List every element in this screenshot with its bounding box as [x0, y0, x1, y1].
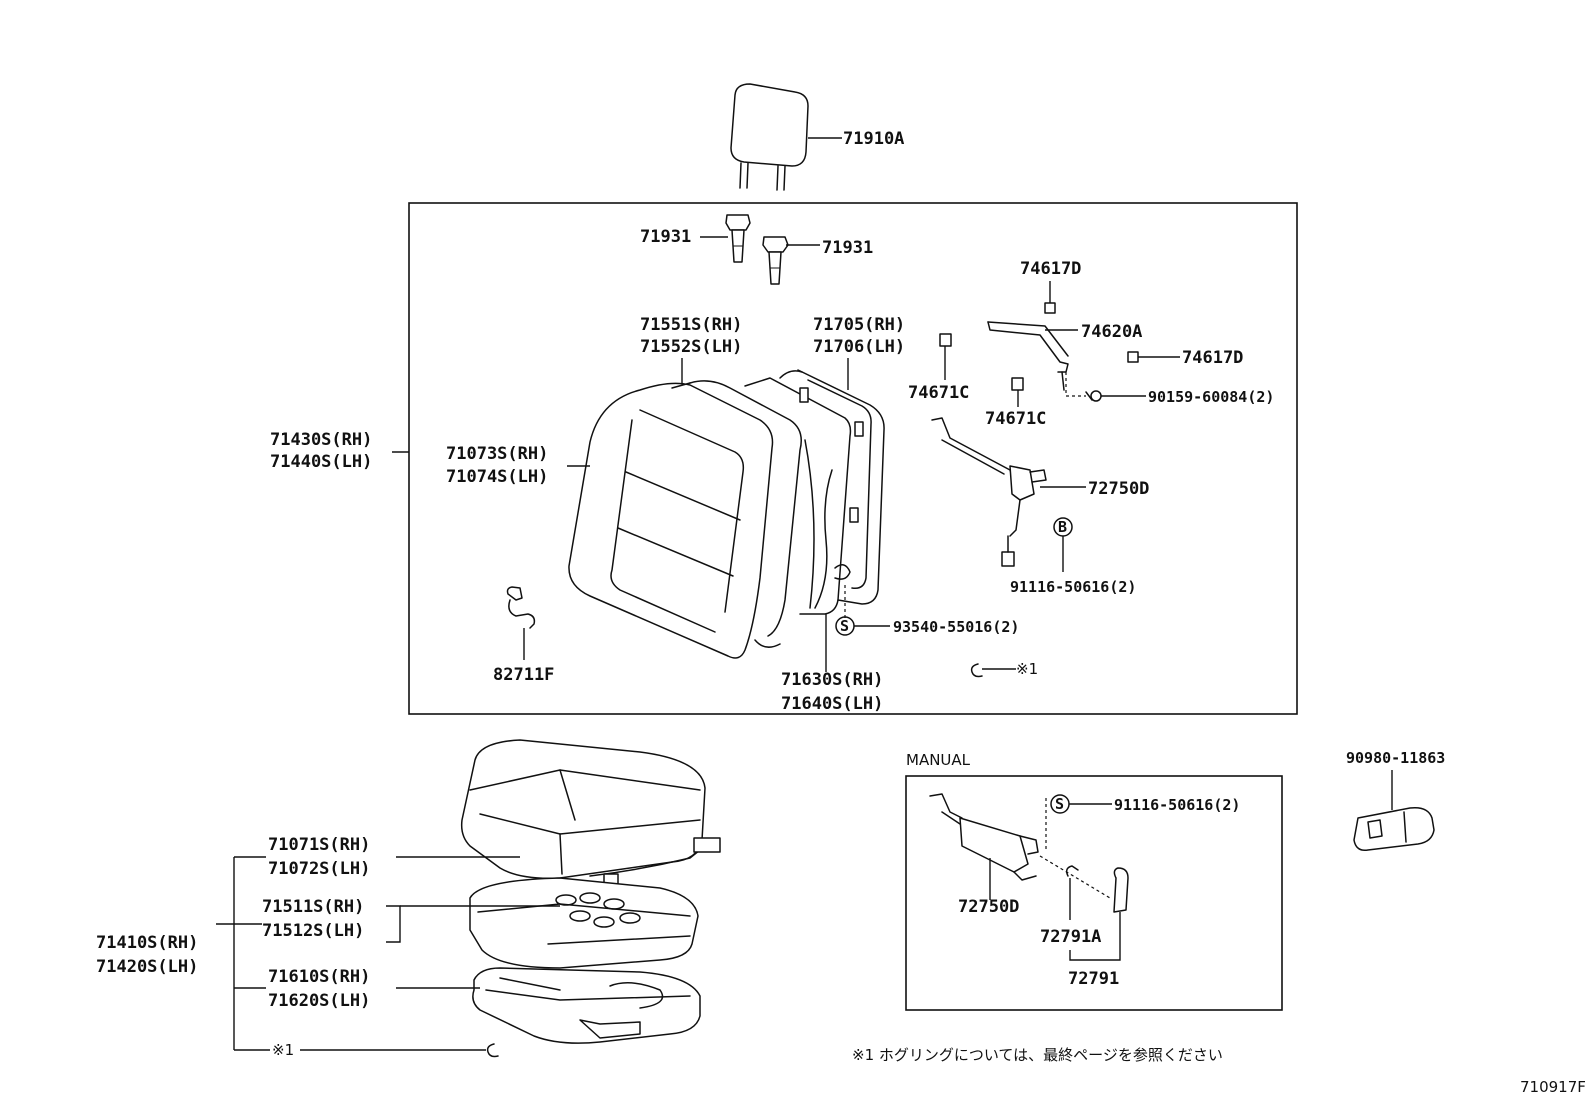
hog-ring-ref-top: ※1: [1016, 660, 1038, 678]
label-71706: 71706(LH): [813, 337, 905, 357]
manual-group-box: [905, 775, 1283, 1011]
label-71074S: 71074S(LH): [446, 467, 548, 487]
label-71910A: 71910A: [843, 129, 904, 149]
label-71440S: 71440S(LH): [270, 452, 372, 472]
label-74620A: 74620A: [1081, 322, 1142, 342]
clip-74617D-right[interactable]: [1127, 351, 1139, 363]
label-71705: 71705(RH): [813, 315, 905, 335]
clip-74671C-left[interactable]: [939, 333, 952, 347]
label-71931-left: 71931: [640, 227, 691, 247]
seatback-group-box: [408, 202, 1298, 715]
label-71512S: 71512S(LH): [262, 921, 364, 941]
footnote: ※1 ホグリングについては、最終ページを参照ください: [852, 1046, 1223, 1064]
label-91116-top: 91116-50616(2): [1010, 578, 1136, 596]
label-71630S: 71630S(RH): [781, 670, 883, 690]
seat-cushion-frame[interactable]: [472, 967, 701, 1044]
callout-b-bolt-letter: B: [1058, 518, 1067, 536]
clip-74617D-top[interactable]: [1044, 302, 1056, 314]
recliner-manual[interactable]: [929, 793, 1039, 881]
headrest-support-right[interactable]: [762, 236, 789, 285]
seat-cushion-pad[interactable]: [469, 877, 699, 969]
lever-bracket-74620A[interactable]: [987, 321, 1069, 391]
knob-clip-72791A[interactable]: [1065, 865, 1079, 877]
hook-82711F[interactable]: [506, 586, 536, 629]
label-71072S: 71072S(LH): [268, 859, 370, 879]
seatback-spring[interactable]: [744, 377, 852, 615]
label-82711F: 82711F: [493, 665, 554, 685]
label-71551S: 71551S(RH): [640, 315, 742, 335]
hog-ring-ref-bottom: ※1: [272, 1041, 294, 1059]
label-71073S: 71073S(RH): [446, 444, 548, 464]
recliner-72750D[interactable]: [931, 417, 1047, 567]
label-71430S: 71430S(RH): [270, 430, 372, 450]
seatback-frame[interactable]: [779, 369, 885, 605]
label-74617D-top: 74617D: [1020, 259, 1081, 279]
knob-72791[interactable]: [1113, 867, 1129, 913]
label-90980: 90980-11863: [1346, 749, 1445, 767]
label-91116-manual: 91116-50616(2): [1114, 796, 1240, 814]
callout-s-screw-letter: S: [840, 617, 849, 635]
label-90159: 90159-60084(2): [1148, 388, 1274, 406]
label-71420S: 71420S(LH): [96, 957, 198, 977]
seatback-cover[interactable]: [671, 380, 802, 648]
label-71410S: 71410S(RH): [96, 933, 198, 953]
manual-title: MANUAL: [906, 751, 971, 769]
connector-90980[interactable]: [1353, 806, 1435, 852]
headrest-support-left[interactable]: [725, 214, 751, 263]
diagram-id: 710917F: [1520, 1078, 1586, 1096]
label-71071S: 71071S(RH): [268, 835, 370, 855]
label-72791A: 72791A: [1040, 927, 1101, 947]
label-74671C-left: 74671C: [908, 383, 969, 403]
label-71552S: 71552S(LH): [640, 337, 742, 357]
label-72750D-top: 72750D: [1088, 479, 1149, 499]
seatback-pad[interactable]: [568, 382, 774, 659]
bolt-90159[interactable]: [1085, 390, 1102, 402]
headrest-part[interactable]: [730, 83, 809, 191]
label-71620S: 71620S(LH): [268, 991, 370, 1011]
seat-cushion-harness[interactable]: [589, 837, 721, 885]
label-74671C-mid: 74671C: [985, 409, 1046, 429]
label-72791: 72791: [1068, 969, 1119, 989]
label-71610S: 71610S(RH): [268, 967, 370, 987]
callout-s-manual-letter: S: [1055, 795, 1064, 813]
label-74617D-right: 74617D: [1182, 348, 1243, 368]
label-71931-right: 71931: [822, 238, 873, 258]
label-71511S: 71511S(RH): [262, 897, 364, 917]
label-93540: 93540-55016(2): [893, 618, 1019, 636]
clip-74671C-mid[interactable]: [1011, 377, 1024, 391]
label-71640S: 71640S(LH): [781, 694, 883, 714]
label-72750D-manual: 72750D: [958, 897, 1019, 917]
